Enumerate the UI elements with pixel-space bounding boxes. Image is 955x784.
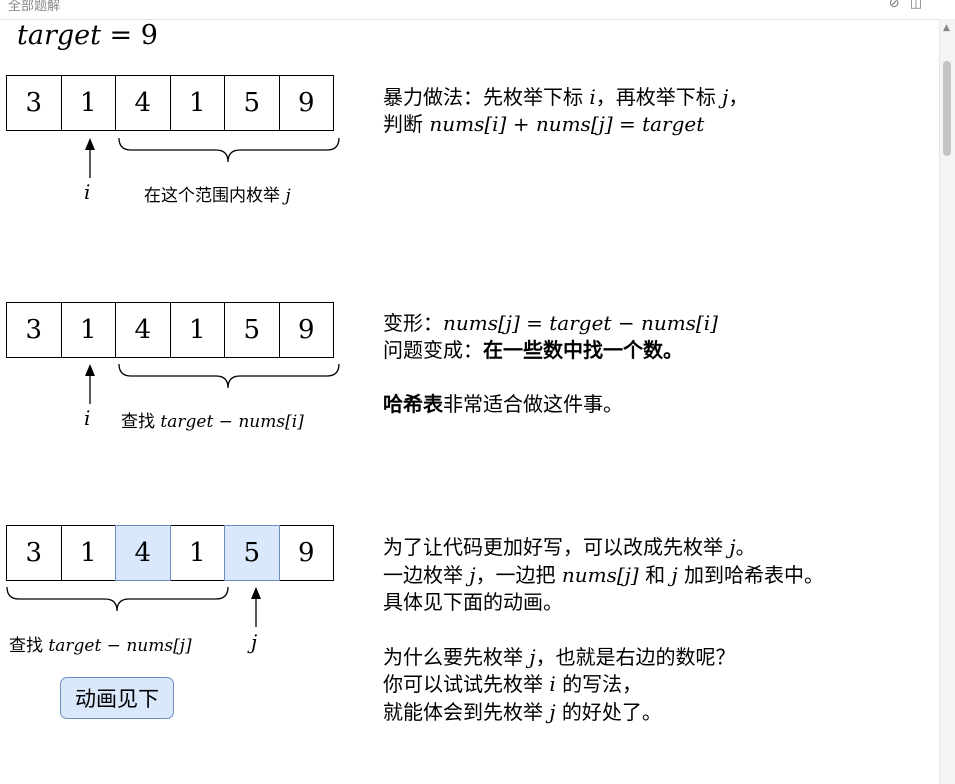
- array-cell: 5: [224, 525, 280, 581]
- section1-text: 暴力做法：先枚举下标 i，再枚举下标 j， 判断 nums[i] + nums[…: [383, 85, 749, 136]
- header-title[interactable]: 全部题解: [8, 0, 61, 14]
- header: 全部题解 ⊘◫: [0, 0, 940, 20]
- brace-label-3: 查找 target − nums[j]: [9, 636, 192, 656]
- scroll-up-icon[interactable]: ▲: [943, 23, 950, 33]
- scrollbar[interactable]: ▲: [939, 19, 955, 784]
- pointer-i-2: i: [84, 406, 91, 430]
- array-cell: 9: [278, 75, 334, 131]
- brace-2: [118, 363, 340, 389]
- brace-label-2: 查找 target − nums[i]: [121, 412, 304, 432]
- pointer-i-1: i: [84, 180, 91, 204]
- animation-below-button[interactable]: 动画见下: [60, 677, 174, 719]
- split-view-icon[interactable]: ◫: [909, 0, 932, 11]
- scrollbar-thumb[interactable]: [943, 61, 951, 156]
- section3-text: 为了让代码更加好写，可以改成先枚举 j。 一边枚举 j，一边把 nums[j] …: [383, 535, 824, 724]
- arrows-and-braces: [6, 137, 340, 627]
- brace-1: [118, 137, 340, 163]
- brace-3: [6, 586, 229, 612]
- link-icon[interactable]: ⊘: [888, 0, 910, 11]
- section2-text: 变形：nums[j] = target − nums[i] 问题变成：在一些数中…: [383, 311, 718, 416]
- brace-label-1: 在这个范围内枚举 j: [144, 186, 291, 206]
- pointer-j-3: j: [251, 630, 258, 654]
- array-cell: 9: [278, 302, 334, 358]
- target-equation: target = 9: [17, 20, 158, 51]
- array-cell: 4: [115, 525, 171, 581]
